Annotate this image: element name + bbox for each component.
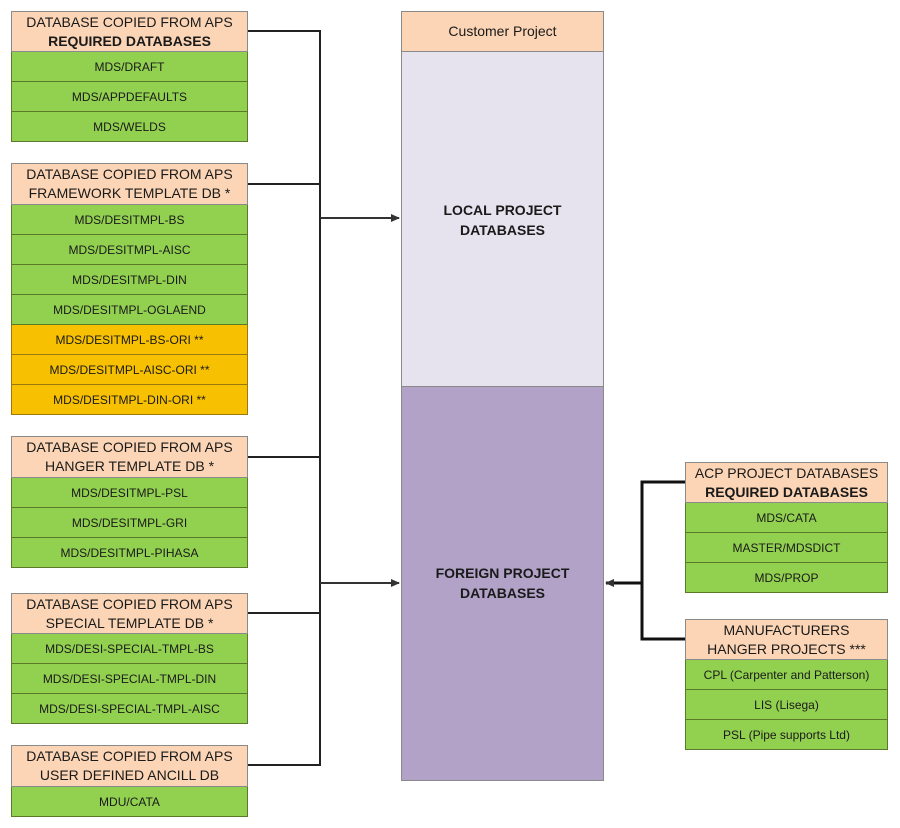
group-header-line2: REQUIRED DATABASES — [48, 33, 211, 49]
db-item: MDS/DESITMPL-GRI — [11, 508, 248, 538]
db-item: MDS/DESI-SPECIAL-TMPL-BS — [11, 634, 248, 664]
customer-project-title: Customer Project — [401, 11, 604, 52]
foreign-project-databases-box: FOREIGN PROJECT DATABASES — [401, 386, 604, 781]
db-item: MDS/DESITMPL-AISC — [11, 235, 248, 265]
group-header-line1: DATABASE COPIED FROM APS — [26, 166, 233, 182]
group-header: DATABASE COPIED FROM APS REQUIRED DATABA… — [11, 11, 248, 52]
group-header-line1: DATABASE COPIED FROM APS — [26, 439, 233, 455]
group-header: DATABASE COPIED FROM APS SPECIAL TEMPLAT… — [11, 593, 248, 634]
group-header-line2: HANGER PROJECTS *** — [707, 641, 866, 657]
db-item: MDS/DESI-SPECIAL-TMPL-AISC — [11, 694, 248, 724]
group-header: DATABASE COPIED FROM APS HANGER TEMPLATE… — [11, 436, 248, 478]
group-header-line2: HANGER TEMPLATE DB * — [44, 458, 215, 474]
db-item: MDS/PROP — [685, 563, 888, 593]
group-header-line2: USER DEFINED ANCILL DB — [39, 767, 220, 783]
group-header-line2: FRAMEWORK TEMPLATE DB * — [28, 185, 231, 201]
group-required-databases: DATABASE COPIED FROM APS REQUIRED DATABA… — [11, 11, 248, 142]
connector-required — [248, 30, 321, 218]
group-manufacturers-hanger-projects: MANUFACTURERS HANGER PROJECTS *** CPL (C… — [685, 619, 888, 750]
db-item: MDS/DESITMPL-DIN-ORI ** — [11, 385, 248, 415]
group-hanger-template-db: DATABASE COPIED FROM APS HANGER TEMPLATE… — [11, 436, 248, 568]
db-item: MDS/DESITMPL-DIN — [11, 265, 248, 295]
db-item: MDS/DESITMPL-BS — [11, 205, 248, 235]
group-acp-project-databases: ACP PROJECT DATABASES REQUIRED DATABASES… — [685, 462, 888, 593]
group-header-line1: DATABASE COPIED FROM APS — [26, 14, 233, 30]
group-header-line1: MANUFACTURERS — [723, 622, 850, 638]
db-item: MDU/CATA — [11, 787, 248, 817]
group-user-defined-ancill-db: DATABASE COPIED FROM APS USER DEFINED AN… — [11, 745, 248, 817]
group-header: DATABASE COPIED FROM APS FRAMEWORK TEMPL… — [11, 163, 248, 205]
db-item: LIS (Lisega) — [685, 690, 888, 720]
group-special-template-db: DATABASE COPIED FROM APS SPECIAL TEMPLAT… — [11, 593, 248, 724]
db-item: MDS/DRAFT — [11, 52, 248, 82]
local-project-databases-box: LOCAL PROJECT DATABASES — [401, 51, 604, 387]
db-item: MDS/DESITMPL-PSL — [11, 478, 248, 508]
group-header-line1: DATABASE COPIED FROM APS — [26, 748, 233, 764]
db-item: MDS/DESITMPL-PIHASA — [11, 538, 248, 568]
db-item: MDS/DESITMPL-BS-ORI ** — [11, 325, 248, 355]
foreign-project-databases-label: FOREIGN PROJECT DATABASES — [435, 565, 570, 601]
db-item: MDS/CATA — [685, 503, 888, 533]
group-header-line1: DATABASE COPIED FROM APS — [26, 596, 233, 612]
group-header-line2: SPECIAL TEMPLATE DB * — [45, 615, 214, 631]
db-item: MDS/WELDS — [11, 112, 248, 142]
local-project-databases-label: LOCAL PROJECT DATABASES — [443, 202, 562, 238]
connector-hanger — [248, 218, 321, 766]
connector-acp — [640, 480, 685, 641]
group-header-line1: ACP PROJECT DATABASES — [694, 465, 879, 481]
db-item: CPL (Carpenter and Patterson) — [685, 660, 888, 690]
group-framework-template-db: DATABASE COPIED FROM APS FRAMEWORK TEMPL… — [11, 163, 248, 415]
group-header: MANUFACTURERS HANGER PROJECTS *** — [685, 619, 888, 660]
db-item: MDS/APPDEFAULTS — [11, 82, 248, 112]
group-header-line2: REQUIRED DATABASES — [705, 484, 868, 500]
db-item: MDS/DESI-SPECIAL-TMPL-DIN — [11, 664, 248, 694]
group-header: DATABASE COPIED FROM APS USER DEFINED AN… — [11, 745, 248, 787]
group-header: ACP PROJECT DATABASES REQUIRED DATABASES — [685, 462, 888, 503]
db-item: PSL (Pipe supports Ltd) — [685, 720, 888, 750]
db-item: MDS/DESITMPL-AISC-ORI ** — [11, 355, 248, 385]
db-item: MDS/DESITMPL-OGLAEND — [11, 295, 248, 325]
db-item: MASTER/MDSDICT — [685, 533, 888, 563]
